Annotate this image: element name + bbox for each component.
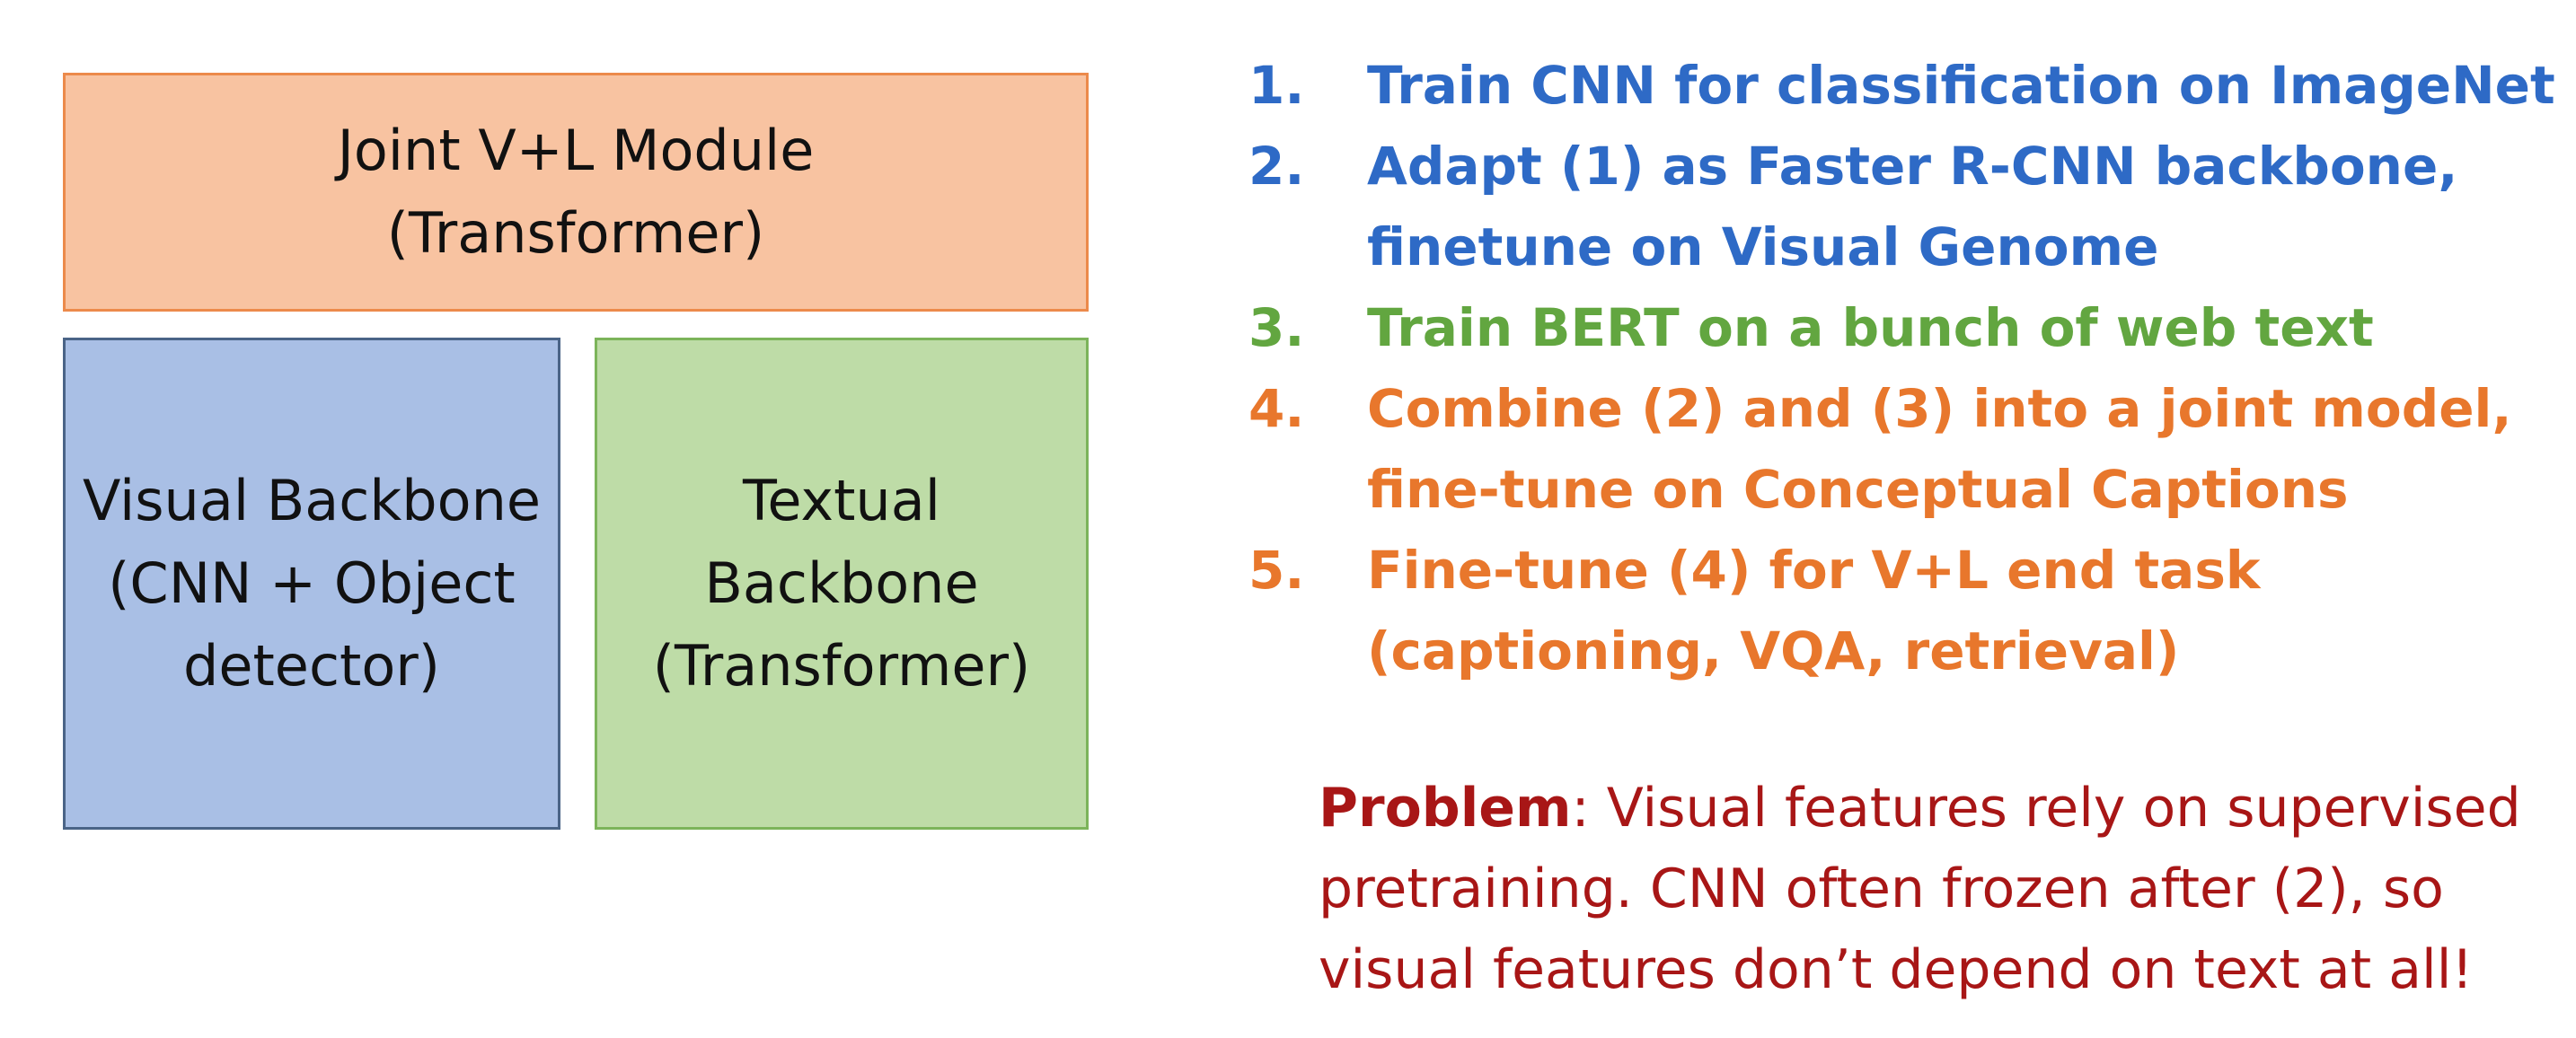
joint-vl-module-box: Joint V+L Module (Transformer) — [63, 73, 1089, 312]
step-number: 3. — [1248, 297, 1305, 358]
problem-label: Problem — [1319, 777, 1572, 840]
step-text: Combine (2) and (3) into a joint model, — [1367, 378, 2512, 439]
step-text: Train CNN for classification on ImageNet — [1367, 55, 2555, 116]
problem-line-1: Problem: Visual features rely on supervi… — [1319, 768, 2567, 849]
textual-backbone-label: Textual Backbone (Transformer) — [652, 468, 1031, 699]
joint-vl-module-label: Joint V+L Module (Transformer) — [337, 118, 815, 266]
problem-text: : Visual features rely on supervised — [1571, 777, 2521, 840]
step-number: 4. — [1248, 378, 1305, 439]
step-5: 5. Fine-tune (4) for V+L end task (capti… — [1248, 530, 2560, 691]
step-text: fine-tune on Conceptual Captions — [1367, 459, 2349, 520]
step-text: finetune on Visual Genome — [1367, 216, 2159, 277]
step-text: Fine-tune (4) for V+L end task — [1367, 540, 2261, 601]
training-steps-list: 1. Train CNN for classification on Image… — [1248, 45, 2560, 691]
step-1: 1. Train CNN for classification on Image… — [1248, 45, 2560, 126]
step-number: 2. — [1248, 136, 1305, 197]
step-4: 4. Combine (2) and (3) into a joint mode… — [1248, 368, 2560, 530]
visual-backbone-label: Visual Backbone (CNN + Object detector) — [82, 468, 542, 699]
problem-statement: Problem: Visual features rely on supervi… — [1319, 768, 2567, 1010]
step-3: 3. Train BERT on a bunch of web text — [1248, 287, 2560, 368]
problem-line-2: pretraining. CNN often frozen after (2),… — [1319, 858, 2444, 920]
step-text: Adapt (1) as Faster R-CNN backbone, — [1367, 136, 2458, 197]
textual-backbone-box: Textual Backbone (Transformer) — [595, 338, 1089, 830]
visual-backbone-box: Visual Backbone (CNN + Object detector) — [63, 338, 560, 830]
step-2: 2. Adapt (1) as Faster R-CNN backbone, f… — [1248, 126, 2560, 287]
step-text: Train BERT on a bunch of web text — [1367, 297, 2374, 358]
step-number: 1. — [1248, 55, 1305, 116]
problem-line-3: visual features don’t depend on text at … — [1319, 938, 2474, 1001]
step-text: (captioning, VQA, retrieval) — [1367, 620, 2180, 682]
step-number: 5. — [1248, 540, 1305, 601]
